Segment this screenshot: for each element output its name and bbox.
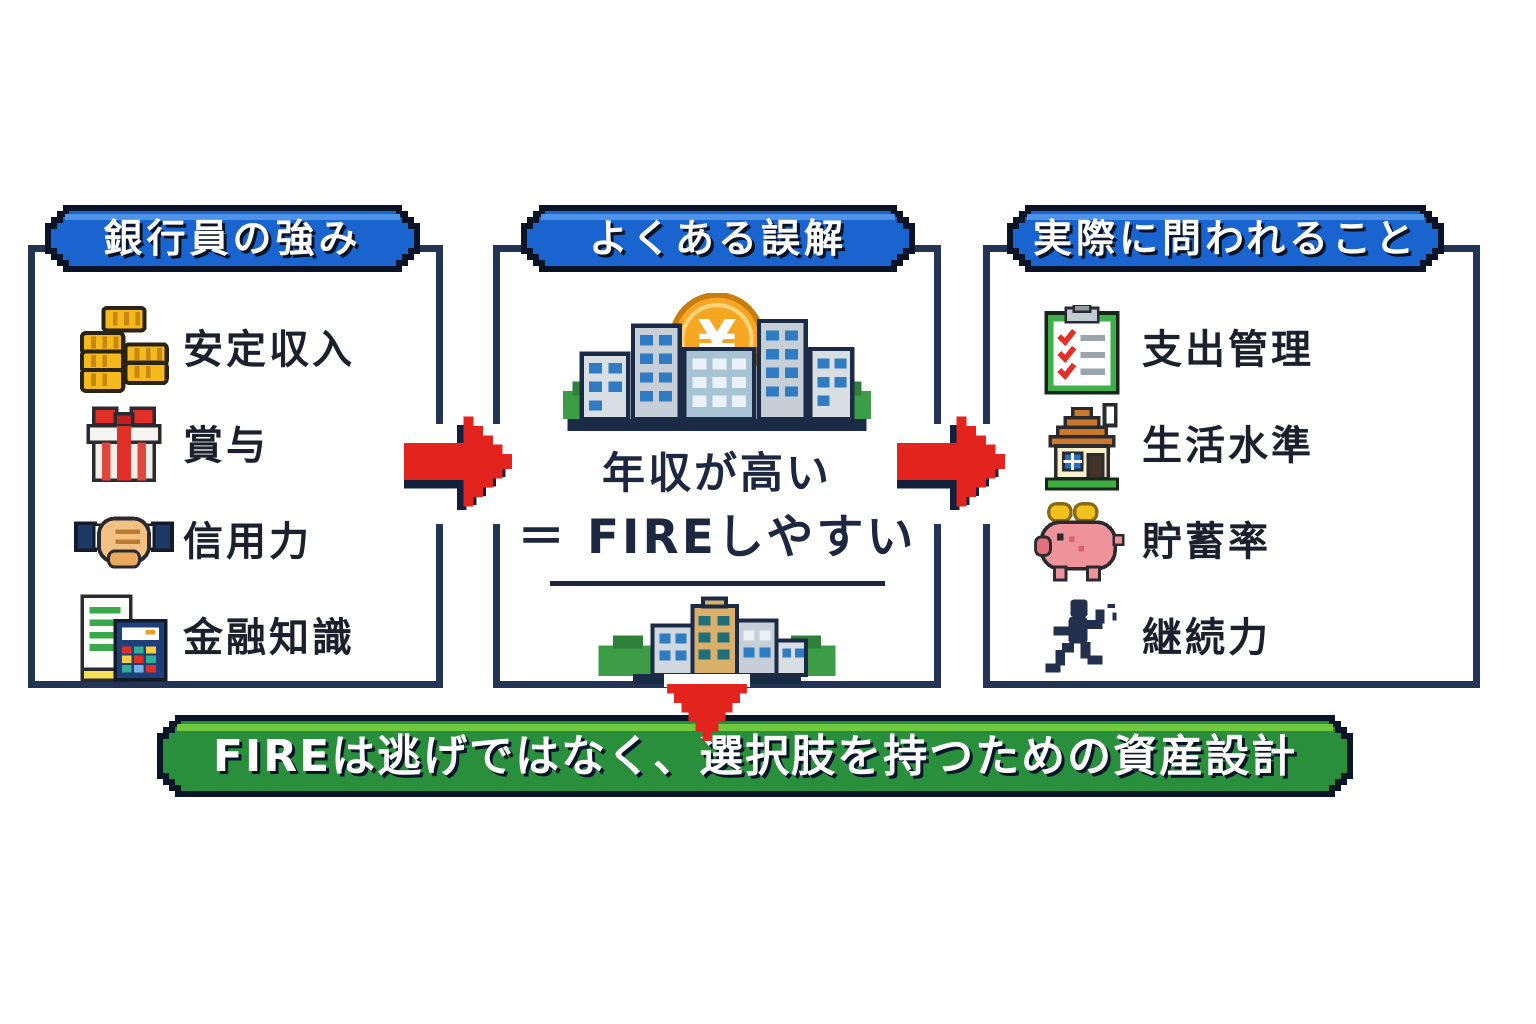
- gift-icon: [65, 403, 183, 489]
- panel-header-common-misconception: よくある誤解: [521, 205, 915, 272]
- misconception-content: 年収が高い ＝ FIREしやすい: [493, 245, 941, 688]
- item-label: 金融知識: [183, 615, 355, 661]
- conclusion-banner-text: FIREは逃げではなく、選択肢を持つための資産設計: [212, 731, 1298, 782]
- misconception-line-2: ＝ FIREしやすい: [517, 509, 917, 565]
- item-label: 貯蓄率: [1142, 519, 1271, 565]
- panel-title: 実際に問われること: [1032, 217, 1419, 262]
- list-item: 信用力: [65, 494, 426, 590]
- list-item: 賞与: [65, 398, 426, 494]
- conclusion-banner: FIREは逃げではなく、選択肢を持つための資産設計: [157, 715, 1353, 797]
- checklist-icon: [1022, 305, 1142, 396]
- coins-icon: [65, 305, 183, 395]
- arrow-middle-to-banner-icon: [667, 684, 747, 741]
- list-item: 安定収入: [65, 302, 426, 398]
- list-item: 支出管理: [1022, 302, 1463, 398]
- item-label: 支出管理: [1142, 327, 1314, 373]
- runner-icon: [1022, 598, 1142, 678]
- panel-title: よくある誤解: [588, 217, 847, 262]
- divider: [549, 581, 885, 587]
- list-item: 生活水準: [1022, 398, 1463, 494]
- panel-actually-required: 支出管理 生活水準 貯蓄率 継続力: [983, 245, 1480, 688]
- border-gap: [664, 674, 750, 687]
- misconception-line-1: 年収が高い: [602, 449, 832, 499]
- town-icon: [588, 596, 846, 685]
- arrow-left-to-middle-icon: [404, 413, 516, 510]
- handshake-icon: [65, 504, 183, 581]
- piggy-bank-icon: [1022, 502, 1142, 583]
- item-label: 安定収入: [183, 327, 355, 373]
- item-label: 生活水準: [1142, 423, 1314, 469]
- list-item: 継続力: [1022, 590, 1463, 686]
- house-icon: [1022, 401, 1142, 491]
- list-item: 貯蓄率: [1022, 494, 1463, 590]
- item-label: 信用力: [183, 519, 312, 565]
- city-skyline-icon: [558, 293, 876, 433]
- panel-header-actually-required: 実際に問われること: [1007, 205, 1444, 272]
- item-label: 継続力: [1142, 615, 1271, 661]
- list-item: 金融知識: [65, 590, 426, 686]
- panel-header-banker-strengths: 銀行員の強み: [45, 205, 420, 272]
- panel-title: 銀行員の強み: [103, 217, 362, 262]
- arrow-middle-to-right-icon: [897, 413, 1009, 510]
- panel-banker-strengths: 安定収入 賞与 信用力 金融知識: [28, 245, 443, 688]
- item-label: 賞与: [183, 423, 269, 469]
- finance-knowledge-icon: [65, 593, 183, 683]
